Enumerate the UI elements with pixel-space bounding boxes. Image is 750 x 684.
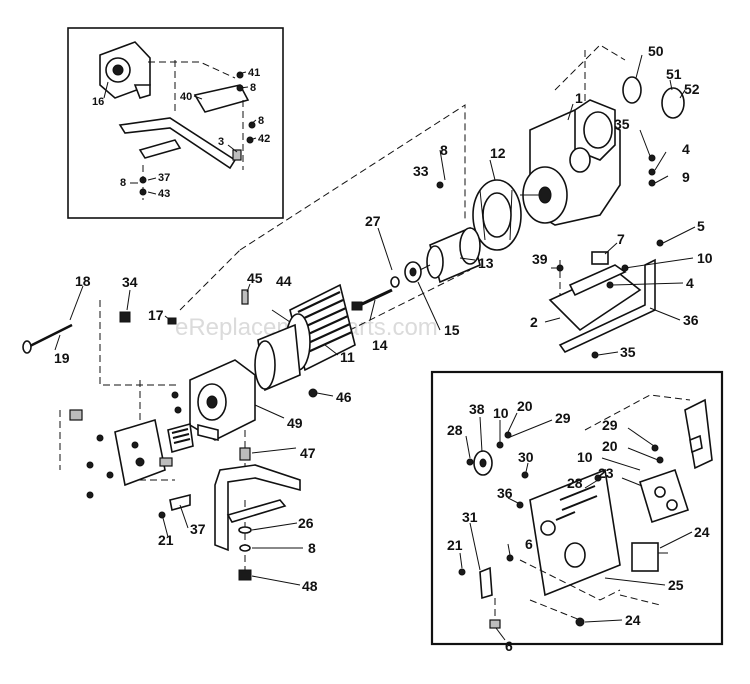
part-34-nut bbox=[119, 311, 131, 323]
lower-left-assembly: 26 8 48 37 21 bbox=[69, 391, 318, 594]
label-29b: 29 bbox=[602, 417, 618, 433]
label-6a: 6 bbox=[525, 536, 533, 552]
label-10b: 10 bbox=[577, 449, 593, 465]
label-27: 27 bbox=[365, 213, 381, 229]
guide-left-box bbox=[99, 300, 180, 386]
receptacle bbox=[167, 422, 194, 454]
label-8c: 8 bbox=[120, 177, 126, 189]
label-37: 37 bbox=[158, 172, 170, 184]
label-36: 36 bbox=[497, 485, 513, 501]
label-20a: 20 bbox=[517, 398, 533, 414]
label-25: 25 bbox=[668, 577, 684, 593]
label-23: 23 bbox=[598, 465, 614, 481]
label-8b: 8 bbox=[258, 115, 264, 127]
label-48: 48 bbox=[302, 578, 318, 594]
label-49: 49 bbox=[287, 415, 303, 431]
part-46-nut bbox=[308, 388, 318, 398]
label-34: 34 bbox=[122, 274, 138, 290]
label-14: 15 bbox=[444, 322, 460, 338]
part-36-rail bbox=[558, 258, 656, 354]
label-29a: 29 bbox=[555, 410, 571, 426]
label-4b: 4 bbox=[686, 275, 694, 291]
label-26: 37 bbox=[190, 521, 206, 537]
part-19-bolt bbox=[22, 323, 73, 354]
inset-bottom-right: 38 10 20 29 28 30 36 31 21 6 28 29 20 10… bbox=[430, 370, 724, 654]
label-12: 12 bbox=[490, 145, 506, 161]
part-12-stator bbox=[472, 179, 522, 251]
label-50: 50 bbox=[648, 43, 664, 59]
label-44: 44 bbox=[276, 273, 292, 289]
part-50-disc bbox=[622, 76, 642, 104]
label-28b: 28 bbox=[567, 475, 583, 491]
label-46: 46 bbox=[336, 389, 352, 405]
part-49-endbell bbox=[189, 359, 256, 442]
label-31: 31 bbox=[462, 509, 478, 525]
label-42: 42 bbox=[258, 133, 270, 145]
label-38: 38 bbox=[469, 401, 485, 417]
inset-top-frame bbox=[67, 27, 284, 219]
frame-tube bbox=[214, 464, 301, 552]
label-35b: 35 bbox=[620, 344, 636, 360]
inset-capacitor bbox=[631, 542, 659, 572]
part-1-engine bbox=[520, 99, 621, 226]
label-21: 21 bbox=[447, 537, 463, 553]
label-6b: 6 bbox=[505, 638, 513, 654]
label-11: 11 bbox=[340, 349, 355, 365]
label-24a: 24 bbox=[694, 524, 710, 540]
part-13-rotor bbox=[419, 226, 481, 284]
part-45-bolt bbox=[241, 289, 249, 305]
label-21: 21 bbox=[158, 532, 174, 548]
label-8: 8 bbox=[440, 142, 448, 158]
label-3: 3 bbox=[218, 136, 224, 148]
label-51: 51 bbox=[666, 66, 682, 82]
inset-frame-leg bbox=[118, 117, 237, 170]
label-47: 47 bbox=[300, 445, 316, 461]
label-2: 2 bbox=[530, 314, 538, 330]
label-20b: 20 bbox=[602, 438, 618, 454]
label-18: 18 bbox=[75, 273, 91, 289]
label-9: 9 bbox=[682, 169, 690, 185]
label-4a: 4 bbox=[682, 141, 690, 157]
label-24b: 24 bbox=[625, 612, 641, 628]
label-36: 36 bbox=[683, 312, 699, 328]
label-41: 41 bbox=[248, 67, 260, 79]
part-51-disc bbox=[661, 87, 685, 119]
inset-panel-plate bbox=[529, 468, 621, 597]
label-28a: 28 bbox=[447, 422, 463, 438]
part-15-bolt bbox=[351, 288, 393, 311]
label-37: 26 bbox=[298, 515, 314, 531]
panel-plate bbox=[114, 418, 166, 487]
label-10a: 10 bbox=[493, 405, 509, 421]
label-19: 19 bbox=[54, 350, 70, 366]
part-47-mount bbox=[239, 447, 251, 461]
inset-top-left: 16 41 8 40 8 42 3 37 8 43 bbox=[67, 27, 284, 219]
inset-bottom-frame bbox=[430, 370, 724, 646]
label-8a: 8 bbox=[250, 82, 256, 94]
part-40-bracket bbox=[193, 84, 250, 113]
label-17: 17 bbox=[148, 307, 164, 323]
label-7: 7 bbox=[617, 231, 625, 247]
label-10: 10 bbox=[697, 250, 713, 266]
label-40: 40 bbox=[180, 91, 192, 103]
label-15: 14 bbox=[372, 337, 388, 353]
part-11-housing bbox=[254, 323, 301, 392]
label-13: 13 bbox=[478, 255, 494, 271]
label-52: 52 bbox=[684, 81, 700, 97]
label-33: 33 bbox=[413, 163, 429, 179]
label-45: 45 bbox=[247, 270, 263, 286]
label-8: 8 bbox=[308, 540, 316, 556]
label-39: 39 bbox=[532, 251, 548, 267]
label-1: 1 bbox=[575, 90, 583, 106]
part-7-switch bbox=[591, 251, 609, 265]
label-43: 43 bbox=[158, 188, 170, 200]
label-5: 5 bbox=[697, 218, 705, 234]
part-27-washer bbox=[390, 276, 400, 288]
part-16-housing bbox=[99, 41, 151, 99]
label-16: 16 bbox=[92, 96, 104, 108]
label-35a: 35 bbox=[614, 116, 630, 132]
label-30: 30 bbox=[518, 449, 534, 465]
